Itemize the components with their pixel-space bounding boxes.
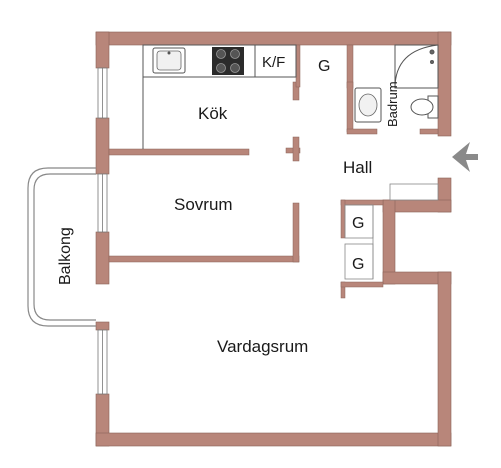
label-vardagsrum: Vardagsrum	[217, 337, 308, 356]
toilet-icon	[410, 95, 439, 119]
entrance-arrow-icon	[452, 142, 478, 172]
label-sovrum: Sovrum	[174, 195, 233, 214]
label-balkong: Balkong	[57, 227, 74, 285]
label-badrum: Badrum	[385, 81, 400, 127]
label-g-low: G	[352, 256, 364, 273]
label-kf: K/F	[262, 54, 285, 71]
shower-icon	[394, 44, 439, 89]
exterior-walls	[95, 31, 452, 447]
windows	[97, 67, 108, 395]
hall-step	[389, 183, 439, 201]
label-kok: Kök	[198, 104, 228, 123]
balcony	[27, 167, 96, 327]
sink-icon	[152, 47, 186, 74]
label-g-top: G	[318, 58, 330, 75]
label-hall: Hall	[343, 158, 372, 177]
bathroom-sink-icon	[354, 87, 382, 123]
stove-icon	[212, 47, 244, 75]
label-g-mid: G	[352, 215, 364, 232]
closet-details	[344, 204, 374, 280]
interior-walls	[108, 44, 439, 299]
